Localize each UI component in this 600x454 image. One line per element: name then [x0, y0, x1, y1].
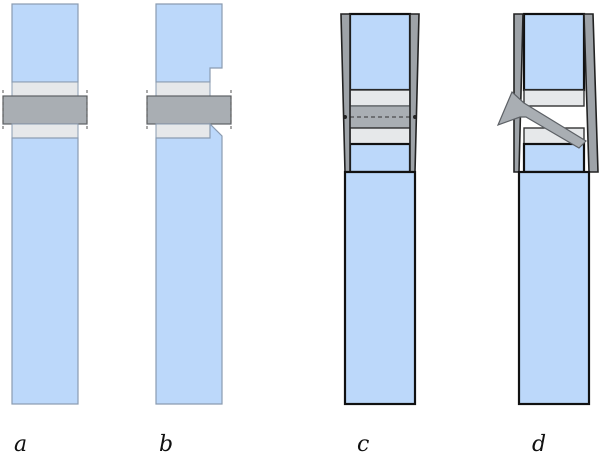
panel-c-sleeve-right — [409, 13, 420, 173]
panel-c-lower-spacer — [349, 127, 411, 145]
panel-b-lower-block — [155, 122, 223, 405]
panel-b — [146, 3, 232, 405]
panel-label-b: b — [159, 432, 173, 454]
panel-c — [340, 12, 420, 406]
panel-a-pin — [2, 95, 88, 125]
panel-d-inner-lower-part — [522, 142, 586, 174]
panel-c-rivet-right — [413, 115, 417, 119]
panel-b-lower-spacer — [155, 123, 211, 139]
panel-c-rivet-left — [343, 115, 347, 119]
panel-c-inner-upper-block — [348, 12, 412, 92]
panel-a — [2, 3, 88, 405]
panel-a-lower-spacer — [11, 123, 79, 139]
panel-d-outer-lower-block — [517, 170, 591, 406]
panel-d — [496, 12, 599, 406]
panel-d-sheared-pin — [496, 90, 587, 149]
panel-label-a: a — [14, 432, 27, 454]
panel-a-upper-block — [11, 3, 79, 83]
panel-a-upper-spacer — [11, 81, 79, 97]
panel-c-outer-lower-block — [343, 170, 417, 406]
panel-b-upper-block — [155, 3, 223, 83]
panel-a-lower-block — [11, 137, 79, 405]
panel-b-upper-spacer — [155, 81, 211, 97]
panel-c-upper-spacer — [349, 89, 411, 107]
panel-c-inner-lower-part — [348, 142, 412, 174]
panel-d-sleeve-left — [513, 13, 524, 173]
panel-label-d: d — [532, 432, 546, 454]
panel-label-c: c — [357, 432, 369, 454]
panel-c-sleeve-left — [340, 13, 351, 173]
panel-d-upper-spacer — [523, 89, 585, 107]
panel-d-inner-upper-block — [522, 12, 586, 92]
panel-d-sleeve-right — [583, 13, 599, 173]
panel-b-pin — [146, 95, 232, 125]
